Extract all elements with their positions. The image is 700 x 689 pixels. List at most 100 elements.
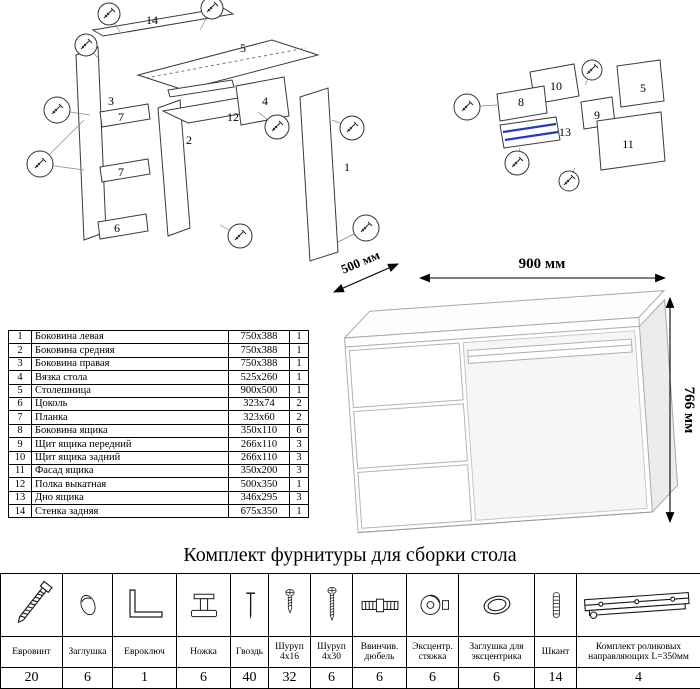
hardware-item-qty: 1	[112, 667, 177, 689]
parts-cell-size: 750x388	[228, 329, 290, 345]
parts-cell-size: 350x110	[228, 423, 290, 439]
parts-cell-num: 11	[8, 463, 32, 479]
dimension-arrows	[332, 263, 675, 524]
height-dimension-label: 766 мм	[681, 387, 697, 434]
parts-cell-num: 6	[8, 396, 32, 412]
hardware-item-label: Комплект роликовых направляющих L=350мм	[576, 636, 700, 668]
hardware-item-qty: 6	[62, 667, 113, 689]
hardware-item-qty: 6	[406, 667, 459, 689]
screw-4x16-icon	[284, 589, 295, 614]
part-callout: 9	[594, 108, 600, 122]
exploded-diagrams: 14 5 3 7 12 2 4 7 6 1	[26, 0, 666, 262]
part-callout: 2	[186, 133, 192, 147]
hardware-icon-cell	[230, 573, 269, 637]
hardware-item-label: Шуруп 4x30	[310, 636, 353, 668]
nail-icon	[245, 592, 255, 619]
part-callout: 1	[344, 160, 350, 174]
hardware-item-label: Эксцентр. стяжка	[406, 636, 459, 668]
drawer-front	[353, 403, 468, 469]
hardware-item-qty: 40	[230, 667, 269, 689]
parts-cell-name: Боковина средняя	[31, 343, 229, 358]
parts-cell-name: Столешница	[31, 383, 229, 398]
parts-cell-num: 3	[8, 356, 32, 372]
hardware-item-qty: 6	[310, 667, 353, 689]
part-callout: 11	[622, 137, 634, 151]
hardware-labels-row: Евровинт Заглушка Евроключ Ножка Гвоздь …	[0, 636, 700, 668]
parts-cell-qty: 3	[289, 463, 309, 479]
hardware-icon-cell	[352, 573, 407, 637]
parts-cell-name: Боковина левая	[31, 329, 229, 345]
parts-cell-num: 12	[8, 477, 32, 492]
foot-icon	[190, 593, 217, 618]
hardware-item-qty: 6	[176, 667, 231, 689]
hardware-icon-cell	[176, 573, 231, 637]
hardware-item-label: Гвоздь	[230, 636, 269, 668]
parts-cell-num: 14	[8, 504, 32, 519]
parts-cell-name: Вязка стола	[31, 370, 229, 385]
parts-cell-size: 323x74	[228, 396, 290, 412]
parts-cell-qty: 1	[289, 343, 309, 358]
hardware-table: Евровинт Заглушка Евроключ Ножка Гвоздь …	[0, 573, 700, 689]
part-callout: 8	[518, 95, 524, 109]
parts-cell-qty: 1	[289, 370, 309, 385]
hardware-item-label: Шуруп 4x16	[268, 636, 311, 668]
parts-cell-qty: 3	[289, 437, 309, 452]
parts-cell-qty: 6	[289, 423, 309, 439]
exploded-drawer-diagram	[496, 59, 666, 171]
parts-cell-qty: 1	[289, 383, 309, 398]
hardware-icon-cell	[406, 573, 459, 637]
wood-dowel-icon	[552, 592, 560, 618]
hardware-icons-row	[0, 573, 700, 637]
hardware-icon-cell	[310, 573, 353, 637]
cam-cap-icon	[483, 595, 510, 615]
parts-cell-name: Цоколь	[31, 396, 229, 412]
parts-cell-size: 750x388	[228, 343, 290, 358]
part-callout: 7	[118, 110, 124, 124]
part-callout: 5	[640, 81, 646, 95]
hardware-icon-cell	[268, 573, 311, 637]
hardware-icon-cell	[112, 573, 177, 637]
hardware-item-qty: 4	[576, 667, 700, 689]
parts-cell-qty: 3	[289, 490, 309, 506]
screw-in-dowel-icon	[361, 598, 398, 613]
eccentric-cam-icon	[419, 594, 449, 615]
parts-cell-size: 346x295	[228, 490, 290, 506]
parts-cell-size: 675x350	[228, 504, 290, 519]
part-callout: 13	[559, 125, 571, 139]
euro-screw-icon	[17, 580, 53, 624]
hardware-icon-cell	[458, 573, 535, 637]
exploded-desk-diagram	[75, 7, 339, 262]
assembled-desk-view: 900 мм 500 мм 766 мм	[332, 250, 697, 534]
parts-cell-name: Полка выкатная	[31, 477, 229, 492]
roller-guide-icon	[583, 591, 690, 619]
parts-cell-num: 10	[8, 450, 32, 465]
hex-key-icon	[128, 589, 163, 618]
parts-cell-name: Щит ящика передний	[31, 437, 229, 452]
parts-cell-qty: 2	[289, 396, 309, 412]
hardware-icon-cell	[576, 573, 700, 637]
parts-cell-size: 750x388	[228, 356, 290, 372]
parts-cell-size: 500x350	[228, 477, 290, 492]
parts-cell-name: Боковина ящика	[31, 423, 229, 439]
parts-cell-size: 350x200	[228, 463, 290, 479]
parts-cell-name: Щит ящика задний	[31, 450, 229, 465]
hardware-kit-title: Комплект фурнитуры для сборки стола	[183, 544, 517, 566]
parts-cell-num: 8	[8, 423, 32, 439]
parts-cell-num: 4	[8, 370, 32, 385]
parts-cell-num: 7	[8, 410, 32, 425]
parts-cell-qty: 3	[289, 450, 309, 465]
parts-cell-num: 13	[8, 490, 32, 506]
parts-cell-size: 266x110	[228, 450, 290, 465]
